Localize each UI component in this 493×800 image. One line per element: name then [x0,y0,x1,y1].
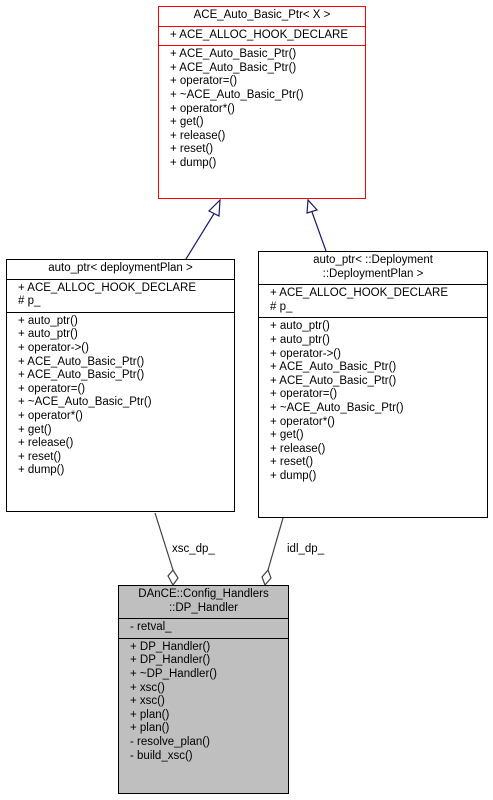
method-item: + reset() [170,143,214,156]
method-item: + plan() [130,708,170,721]
attributes-section: + ACE_ALLOC_HOOK_DECLARE # p_ [7,278,234,312]
method-item: + dump() [170,156,217,169]
class-title-line: DAnCE::Config_Handlers [138,588,269,600]
attribute-item: + ACE_ALLOC_HOOK_DECLARE [170,28,349,41]
method-item: - build_xsc() [130,749,193,762]
method-item: + reset() [18,450,62,463]
attribute-item: # p_ [270,300,293,313]
attributes-section: - retval_ [119,618,288,638]
class-title: auto_ptr< deploymentPlan > [7,260,234,279]
edge-label-idl-dp: idl_dp_ [287,543,325,555]
inheritance-edge-left [185,211,216,260]
method-item: + ~ACE_Auto_Basic_Ptr() [18,396,152,409]
method-item: + ACE_Auto_Basic_Ptr() [170,48,297,61]
method-item: + get() [170,116,204,129]
method-item: + get() [18,423,52,436]
class-dp-handler[interactable]: DAnCE::Config_Handlers ::DP_Handler - re… [118,585,289,794]
method-item: - resolve_plan() [130,735,210,748]
method-item: + auto_ptr() [270,320,330,333]
method-item: + xsc() [130,681,165,694]
inheritance-edge-right [311,211,327,252]
method-item: + ACE_Auto_Basic_Ptr() [270,374,397,387]
method-item: + get() [270,429,304,442]
inheritance-arrowhead-right [306,198,319,214]
class-title: auto_ptr< ::Deployment ::DeploymentPlan … [259,252,487,284]
method-item: + ACE_Auto_Basic_Ptr() [18,369,145,382]
attribute-item: - retval_ [130,621,172,634]
class-title-line: auto_ptr< deploymentPlan > [48,262,193,274]
inheritance-arrowhead-left [207,198,221,217]
attribute-item: + ACE_ALLOC_HOOK_DECLARE [270,287,449,300]
method-item: + operator=() [170,75,238,88]
method-item: + plan() [130,722,170,735]
method-item: + dump() [18,464,65,477]
method-item: + ACE_Auto_Basic_Ptr() [170,61,297,74]
method-item: + operator=() [270,388,338,401]
class-title-line: ACE_Auto_Basic_Ptr< X > [193,9,331,21]
method-item: + operator=() [18,382,86,395]
method-item: + release() [18,437,74,450]
attributes-section: + ACE_ALLOC_HOOK_DECLARE [159,25,365,46]
method-item: + DP_Handler() [130,640,211,653]
aggregation-diamond-xsc [167,568,179,587]
association-edge-xsc [154,512,174,571]
method-item: + reset() [270,456,314,469]
method-item: + release() [270,442,326,455]
method-item: + xsc() [130,695,165,708]
method-item: + ACE_Auto_Basic_Ptr() [18,355,145,368]
method-item: + operator->() [18,341,89,354]
class-ace-auto-basic-ptr[interactable]: ACE_Auto_Basic_Ptr< X > + ACE_ALLOC_HOOK… [158,6,366,199]
class-auto-ptr-deployment-deployment-plan[interactable]: auto_ptr< ::Deployment ::DeploymentPlan … [258,251,488,518]
class-auto-ptr-deployment-plan[interactable]: auto_ptr< deploymentPlan > + ACE_ALLOC_H… [6,259,235,512]
attribute-item: # p_ [18,295,41,308]
class-title-line: ::DeploymentPlan > [322,267,424,280]
method-item: + ~ACE_Auto_Basic_Ptr() [170,88,304,101]
method-item: + operator*() [18,409,83,422]
method-item: + operator->() [270,347,341,360]
method-item: + dump() [270,469,317,482]
attributes-section: + ACE_ALLOC_HOOK_DECLARE # p_ [259,284,487,317]
method-item: + ACE_Auto_Basic_Ptr() [270,361,397,374]
method-item: + auto_ptr() [18,314,78,327]
method-item: + operator*() [170,102,235,115]
method-item: + ~DP_Handler() [130,667,217,680]
methods-section: + auto_ptr() + auto_ptr() + operator->()… [7,311,234,481]
association-edge-idl [267,517,284,571]
aggregation-diamond-idl [261,568,272,587]
edge-label-xsc-dp: xsc_dp_ [172,543,215,555]
methods-section: + auto_ptr() + auto_ptr() + operator->()… [259,317,487,486]
attribute-item: + ACE_ALLOC_HOOK_DECLARE [18,281,197,294]
class-title-line: ::DP_Handler [168,601,239,614]
method-item: + operator*() [270,415,335,428]
methods-section: + DP_Handler() + DP_Handler() + ~DP_Hand… [119,637,288,766]
method-item: + ~ACE_Auto_Basic_Ptr() [270,401,404,414]
method-item: + DP_Handler() [130,654,211,667]
methods-section: + ACE_Auto_Basic_Ptr() + ACE_Auto_Basic_… [159,45,365,173]
class-title-line: auto_ptr< ::Deployment [313,254,433,266]
method-item: + auto_ptr() [270,333,330,346]
method-item: + release() [170,129,226,142]
class-title: DAnCE::Config_Handlers ::DP_Handler [119,586,288,618]
method-item: + auto_ptr() [18,328,78,341]
class-title: ACE_Auto_Basic_Ptr< X > [159,7,365,26]
